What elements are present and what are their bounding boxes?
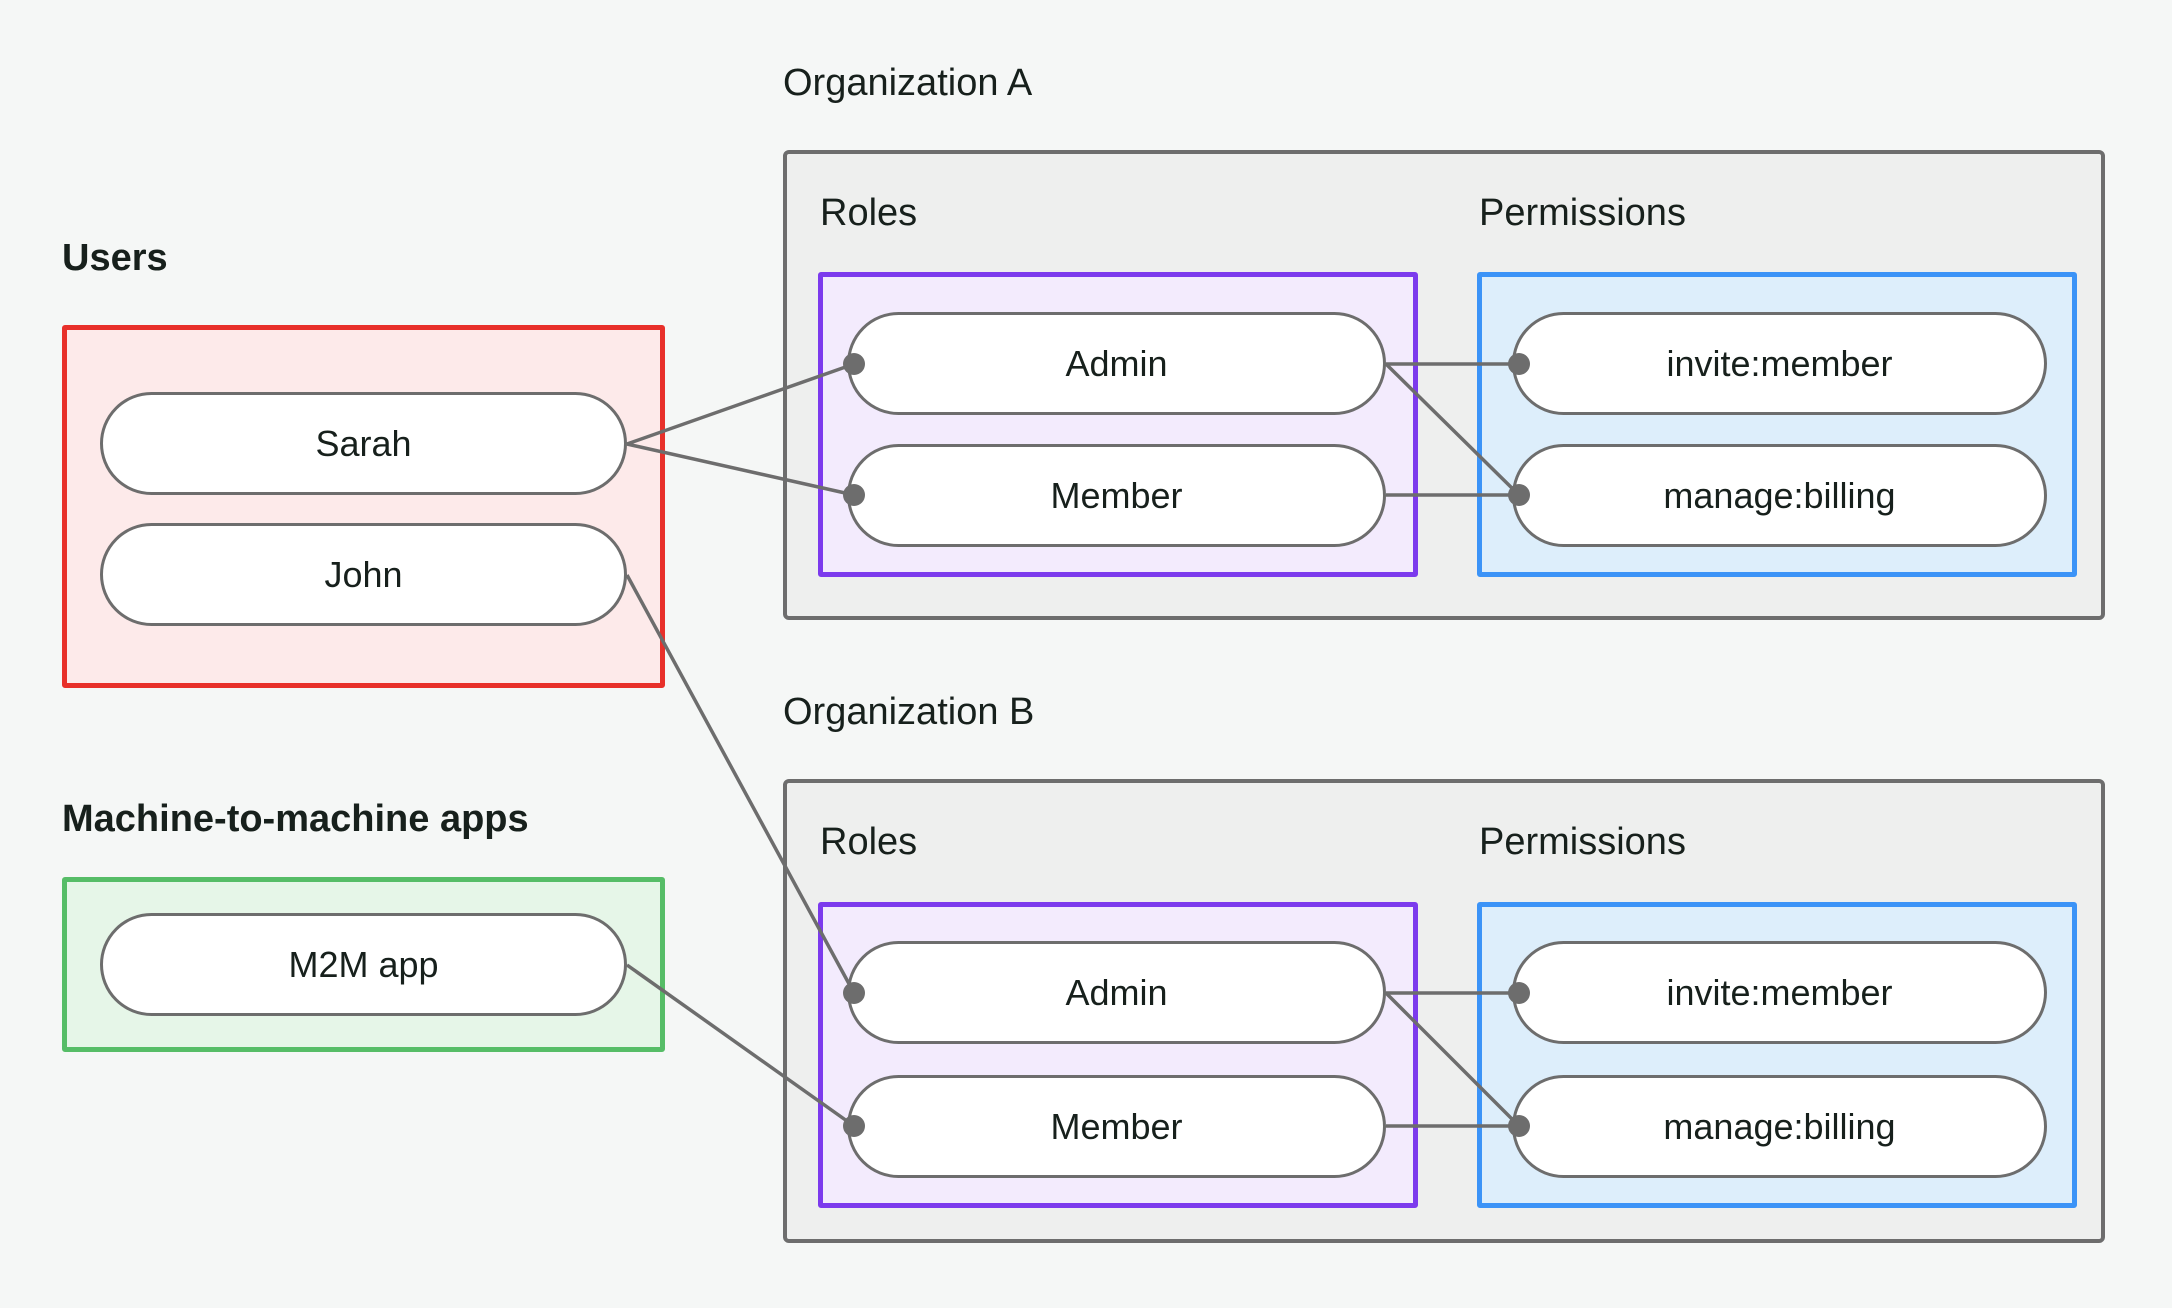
users-group-title: Users [62,237,168,279]
organization-b-permissions-label: Permissions [1479,821,1686,863]
node-orgb-role-member[interactable]: Member [847,1075,1386,1178]
organization-a-permissions-label: Permissions [1479,192,1686,234]
organization-b-roles-label: Roles [820,821,918,863]
node-m2m-app[interactable]: M2M app [100,913,627,1016]
organization-b-title: Organization B [783,691,1035,733]
node-user-sarah[interactable]: Sarah [100,392,627,495]
node-orga-role-member[interactable]: Member [847,444,1386,547]
organization-a-roles-label: Roles [820,192,918,234]
m2m-group-title: Machine-to-machine apps [62,798,529,840]
node-orga-role-admin[interactable]: Admin [847,312,1386,415]
users-container [62,325,665,688]
node-orga-permission-invite-member[interactable]: invite:member [1512,312,2047,415]
organization-a-title: Organization A [783,62,1033,104]
node-orgb-permission-manage-billing[interactable]: manage:billing [1512,1075,2047,1178]
node-orgb-role-admin[interactable]: Admin [847,941,1386,1044]
node-user-john[interactable]: John [100,523,627,626]
node-orga-permission-manage-billing[interactable]: manage:billing [1512,444,2047,547]
node-orgb-permission-invite-member[interactable]: invite:member [1512,941,2047,1044]
